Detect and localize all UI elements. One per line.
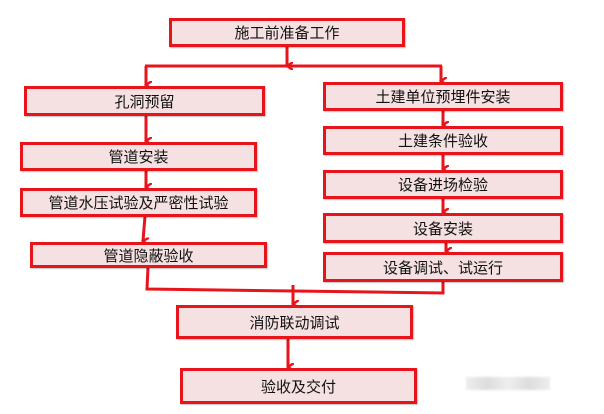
step-left-1: 孔洞预留 (24, 86, 265, 116)
step-label: 消防联动调试 (249, 313, 340, 332)
step-label: 设备安装 (412, 219, 473, 238)
step-right-1: 土建单位预埋件安装 (323, 82, 563, 111)
step-right-2: 土建条件验收 (323, 126, 563, 155)
step-right-3: 设备进场检验 (323, 170, 563, 199)
step-left-3: 管道水压试验及严密性试验 (20, 188, 257, 217)
merge-line (145, 266, 445, 295)
step-label: 验收及交付 (260, 377, 336, 396)
step-handover: 验收及交付 (180, 368, 417, 404)
step-right-4: 设备安装 (323, 213, 563, 243)
blurred-watermark (466, 377, 550, 390)
arrow-left-3 (143, 215, 145, 241)
step-label: 孔洞预留 (114, 92, 175, 111)
step-label: 设备进场检验 (397, 176, 488, 194)
step-linkage: 消防联动调试 (176, 305, 413, 339)
step-label: 管道隐蔽验收 (103, 246, 194, 265)
step-prep: 施工前准备工作 (169, 18, 405, 47)
step-label: 设备调试、试运行 (382, 258, 503, 277)
step-right-5: 设备调试、试运行 (323, 252, 563, 282)
step-label: 土建单位预埋件安装 (375, 88, 511, 106)
step-label: 施工前准备工作 (234, 24, 340, 42)
step-left-4: 管道隐蔽验收 (30, 242, 267, 268)
step-label: 管道水压试验及严密性试验 (48, 194, 229, 212)
step-left-2: 管道安装 (20, 142, 257, 171)
step-label: 管道安装 (108, 148, 169, 166)
step-label: 土建条件验收 (397, 132, 488, 150)
